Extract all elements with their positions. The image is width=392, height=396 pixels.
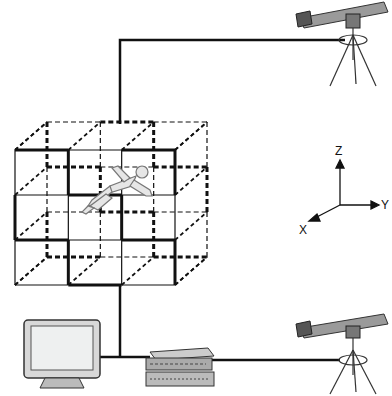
- frame-bar: [15, 194, 68, 195]
- frame-bar: [153, 167, 154, 212]
- frame-bar: [15, 257, 47, 285]
- frame-bar: [100, 212, 101, 257]
- frame-bar: [15, 239, 68, 242]
- frame-bar: [175, 122, 207, 150]
- frame-bar: [68, 194, 121, 197]
- frame-bar: [14, 240, 15, 285]
- frame-bar: [206, 122, 207, 167]
- frame-bar: [15, 122, 47, 150]
- frame-bar: [175, 257, 207, 285]
- frame-bar: [47, 211, 100, 212]
- frame-bar: [15, 284, 68, 285]
- frame-bar: [100, 121, 153, 124]
- frame-bar: [68, 122, 100, 150]
- frame-bar: [15, 122, 47, 150]
- frame-bar: [122, 149, 175, 152]
- axis-label: Z: [335, 145, 342, 157]
- frame-bar: [68, 284, 121, 287]
- frame-bar: [122, 122, 154, 150]
- frame-bar: [46, 167, 47, 212]
- frame-bar: [68, 195, 69, 240]
- frame-bar: [14, 150, 15, 195]
- frame-bar: [46, 212, 49, 257]
- camera: [296, 2, 388, 86]
- frame-bar: [100, 256, 153, 257]
- cable: [119, 285, 122, 357]
- monitor: [24, 320, 100, 388]
- frame-bar: [100, 122, 101, 167]
- frame-bar: [154, 256, 207, 259]
- frame-bar: [175, 122, 207, 150]
- frame-bar: [120, 195, 123, 240]
- frame-bar: [47, 121, 100, 122]
- frame-bar: [175, 212, 207, 240]
- frame-bar: [47, 166, 100, 169]
- frame-bar: [122, 239, 175, 242]
- frame-bar: [122, 284, 175, 285]
- calibration-frame: [15, 122, 207, 285]
- cable: [98, 356, 150, 359]
- frame-bar: [154, 211, 207, 212]
- frame-bar: [46, 122, 49, 167]
- frame-bar: [47, 256, 100, 259]
- frame-bar: [15, 212, 47, 240]
- cable: [212, 359, 340, 362]
- frame-bar: [154, 121, 207, 122]
- axes: [309, 160, 379, 221]
- frame-bar: [122, 257, 154, 285]
- frame-bar: [67, 150, 70, 195]
- frame-bar: [152, 212, 155, 257]
- frame-bar: [67, 240, 70, 285]
- camera: [296, 314, 388, 394]
- controller-unit: [146, 348, 214, 386]
- frame-bar: [68, 149, 121, 150]
- frame-bar: [68, 257, 100, 285]
- frame-bar: [206, 167, 209, 212]
- frame-bar: [15, 149, 68, 152]
- frame-bar: [14, 195, 17, 240]
- axis-label: Y: [381, 199, 389, 211]
- frame-bar: [206, 212, 207, 257]
- frame-bar: [174, 240, 177, 285]
- frame-bar: [154, 166, 207, 169]
- frame-bar: [100, 211, 153, 214]
- frame-bar: [15, 257, 47, 285]
- frame-bar: [175, 167, 207, 195]
- frame-bar: [152, 122, 155, 167]
- frame-bar: [15, 167, 47, 195]
- frame-bar: [68, 239, 121, 240]
- axis-label: X: [299, 224, 307, 236]
- subject-figure: [82, 166, 152, 214]
- frame-bar: [174, 150, 177, 195]
- frame-bar: [175, 257, 207, 285]
- cable: [120, 40, 345, 124]
- frame-bar: [174, 195, 175, 240]
- frame-bar: [121, 240, 122, 285]
